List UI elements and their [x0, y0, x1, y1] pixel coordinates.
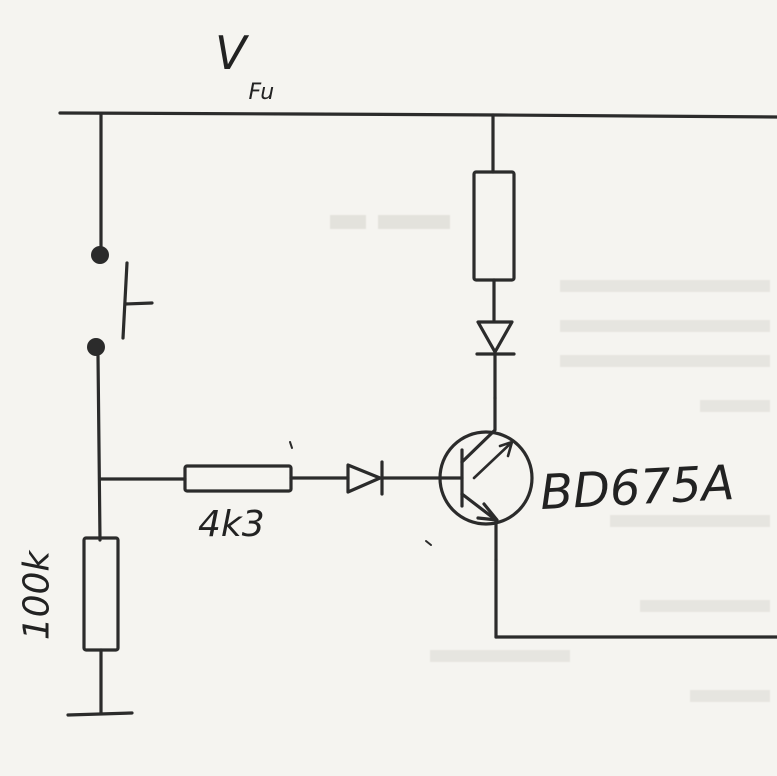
- series-resistor-label: 4k3: [198, 504, 265, 545]
- switch-contact-top: [91, 246, 109, 264]
- transistor-envelope: [438, 430, 534, 526]
- supply-label-main: V: [215, 26, 247, 80]
- left-vertical-wire: [96, 354, 102, 542]
- transistor-label: BD675A: [538, 454, 736, 522]
- series-resistor-body: [183, 464, 293, 493]
- supply-label-subscript: Fu: [248, 80, 275, 105]
- base-diode: [346, 460, 384, 496]
- ground-bar: [66, 711, 134, 717]
- switch-actuator: [121, 261, 129, 340]
- pen-mark: [289, 441, 293, 449]
- switch-actuator-handle: [123, 301, 154, 306]
- collector-diode: [475, 320, 516, 356]
- pulldown-resistor-label: 100k: [16, 550, 58, 641]
- transistor-symbol: [438, 396, 534, 562]
- collector-resistor-body: [472, 170, 516, 282]
- supply-rail: [58, 111, 777, 119]
- supply-label: VFu: [215, 30, 274, 104]
- switch-contact-bottom: [87, 338, 105, 356]
- transistor-inner-stage: [472, 440, 514, 480]
- transistor-collector-lead: [460, 396, 497, 464]
- push-button-switch: [87, 246, 154, 356]
- pen-mark: [425, 540, 432, 546]
- transistor-emitter-arrow: [476, 502, 499, 522]
- pulldown-resistor-body: [82, 536, 120, 652]
- transistor-emitter-lead: [460, 492, 498, 562]
